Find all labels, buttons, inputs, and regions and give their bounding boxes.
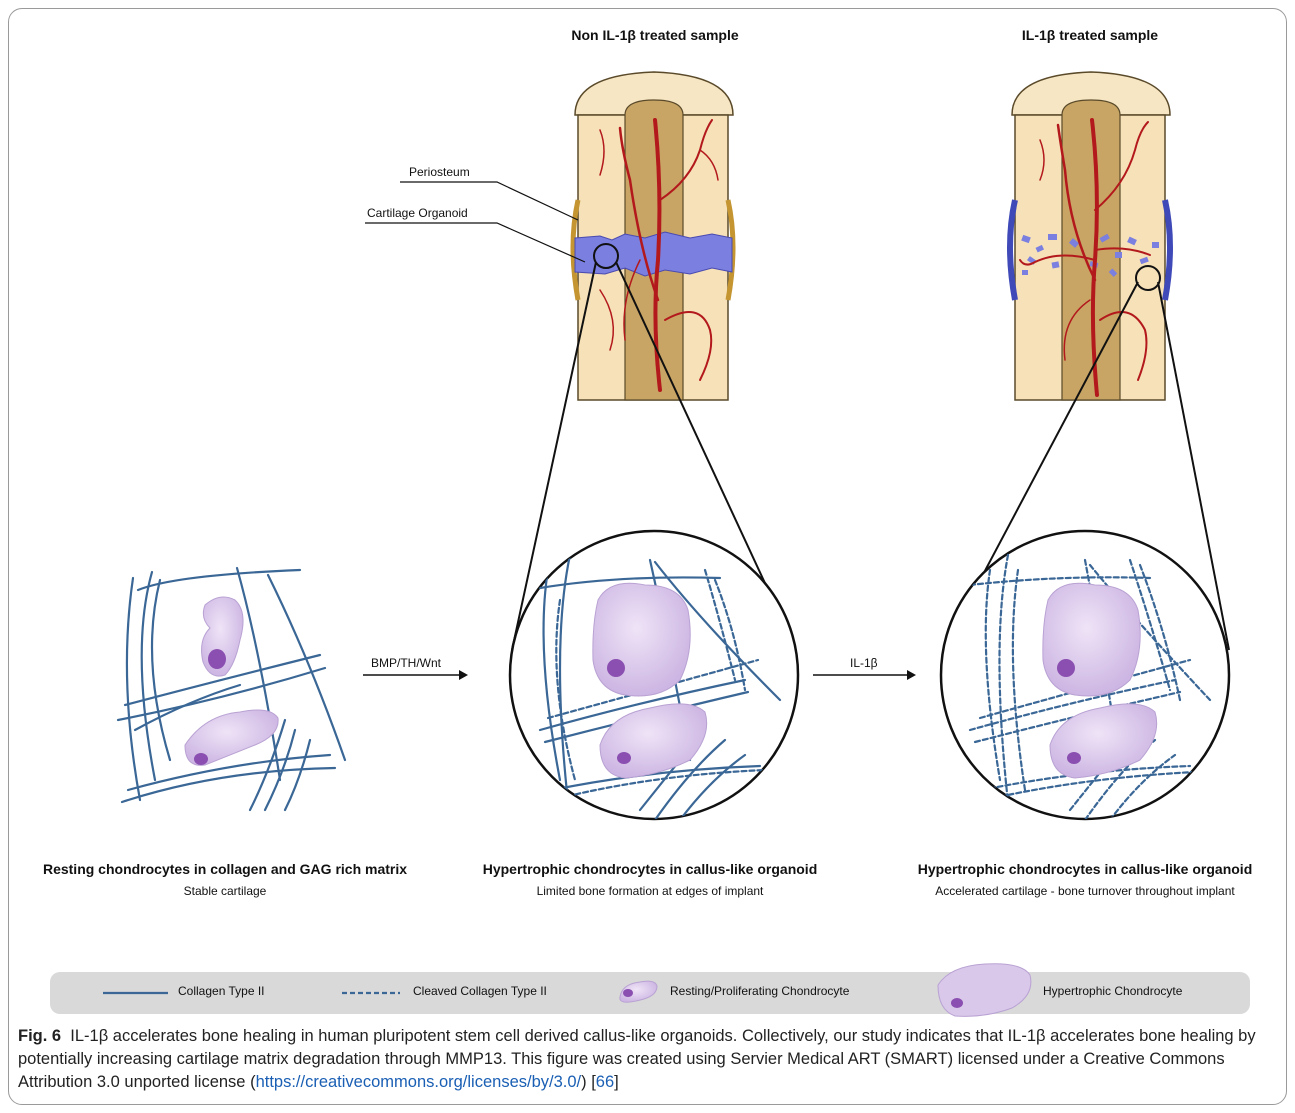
- caption-mid: ) [: [581, 1073, 596, 1091]
- legend-hypertrophic-label: Hypertrophic Chondrocyte: [1043, 984, 1182, 998]
- reference-link[interactable]: 66: [596, 1073, 614, 1091]
- caption-label: Fig. 6: [18, 1027, 61, 1045]
- legend-collagen-label: Collagen Type II: [178, 984, 265, 998]
- legend-hypertrophic-cell: [938, 964, 1031, 1017]
- figure-caption: Fig. 6 IL-1β accelerates bone healing in…: [18, 1025, 1280, 1094]
- nucleus: [623, 989, 633, 997]
- caption-text: IL-1β accelerates bone healing in human …: [18, 1027, 1256, 1091]
- nucleus: [951, 998, 963, 1008]
- legend-resting-label: Resting/Proliferating Chondrocyte: [670, 984, 849, 998]
- license-link[interactable]: https://creativecommons.org/licenses/by/…: [256, 1073, 582, 1091]
- legend-cleaved-label: Cleaved Collagen Type II: [413, 984, 547, 998]
- caption-end: ]: [614, 1073, 619, 1091]
